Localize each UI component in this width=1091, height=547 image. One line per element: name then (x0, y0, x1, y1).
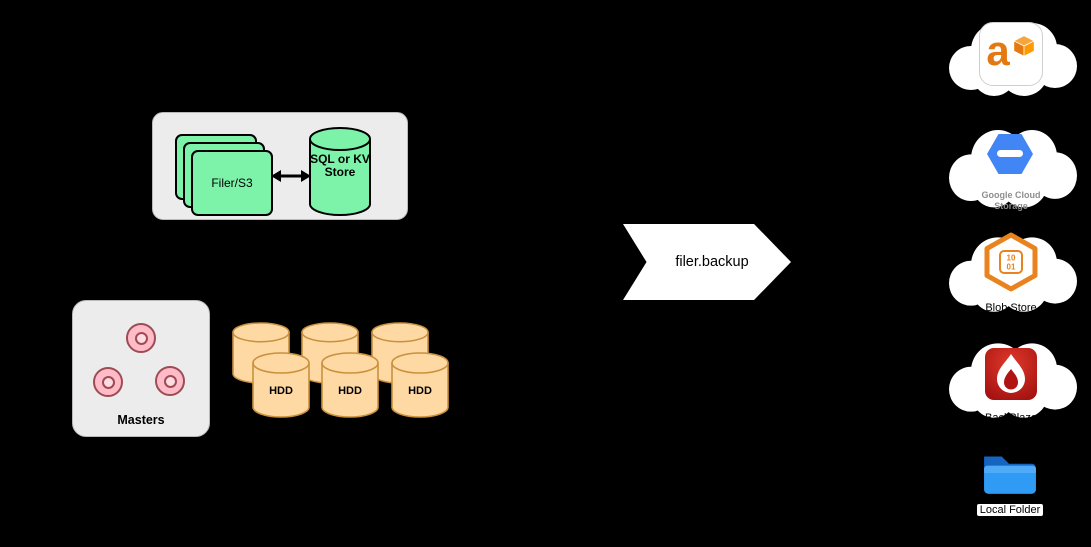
bidirectional-arrow-icon (271, 170, 311, 182)
gcs-caption-line1: Google Cloud (981, 190, 1041, 200)
backblaze-logo (985, 348, 1037, 400)
hdd-label: HDD (269, 385, 293, 397)
gcs-bar (997, 150, 1023, 157)
master-node-core (101, 375, 115, 389)
cylinder-shape (309, 127, 371, 216)
hdd-cylinder-front: HDD (391, 352, 449, 418)
cloud-backblaze: BackBlaze (936, 326, 1086, 428)
masters-cluster-box: Masters (72, 300, 210, 437)
folder-icon (984, 456, 1036, 494)
filer-cluster-box: Filer/S3 SQL or KV Store (152, 112, 408, 220)
cloud-aws-s3: a (936, 6, 1086, 106)
cylinder-shape (321, 352, 379, 418)
filer-label: Filer/S3 (211, 176, 253, 190)
kv-store-cylinder: SQL or KV Store (309, 127, 371, 217)
cloud-blob-store: 10 01 Blob Store (936, 220, 1086, 322)
local-folder-block: Local Folder (958, 446, 1062, 518)
backblaze-caption: BackBlaze (985, 412, 1037, 424)
filer-card-front: Filer/S3 (191, 150, 273, 216)
blob-glyph-line2: 01 (1007, 263, 1016, 272)
hdd-cylinder-front: HDD (321, 352, 379, 418)
blob-glyph-line1: 10 (1007, 254, 1016, 263)
aws-letter: a (986, 27, 1010, 74)
cylinder-shape (391, 352, 449, 418)
master-node-core (163, 374, 177, 388)
master-node-icon (126, 323, 156, 353)
hdd-label: HDD (408, 385, 432, 397)
flame-icon (997, 354, 1025, 393)
blob-store-caption: Blob Store (985, 302, 1037, 314)
master-node-core (134, 331, 148, 345)
master-node-icon (155, 366, 185, 396)
kv-store-label: SQL or KV Store (310, 152, 370, 179)
aws-cube-icon (1012, 35, 1035, 57)
filer-backup-arrow: filer.backup (623, 224, 791, 300)
hdd-label: HDD (338, 385, 362, 397)
cloud-google-cloud-storage: Google Cloud Storage (936, 112, 1086, 218)
aws-s3-logo: a (979, 22, 1043, 86)
local-folder-caption: Local Folder (976, 504, 1044, 516)
hdd-cylinder-front: HDD (252, 352, 310, 418)
gcs-caption-line2: Storage (994, 201, 1028, 211)
master-node-icon (93, 367, 123, 397)
cylinder-shape (252, 352, 310, 418)
masters-label: Masters (117, 413, 165, 427)
blob-store-hexagon-icon: 10 01 (984, 232, 1038, 292)
filer-backup-label: filer.backup (675, 254, 749, 270)
